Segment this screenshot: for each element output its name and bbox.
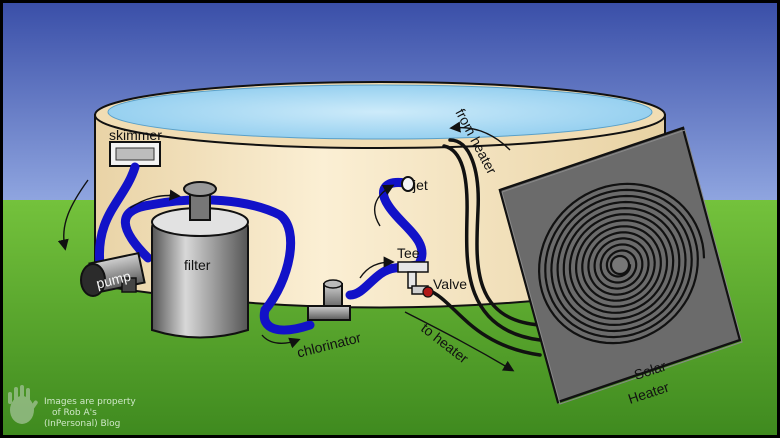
coil-spiral — [537, 182, 706, 345]
label-valve: Valve — [433, 276, 467, 292]
hoses — [94, 162, 427, 335]
from-heater-line-2 — [442, 144, 542, 342]
pool-water — [107, 84, 653, 140]
tee-fitting — [397, 261, 429, 289]
skimmer-box — [109, 141, 161, 167]
chlorinator-unit — [307, 279, 351, 321]
watermark-line-2: of Rob A's — [52, 408, 97, 418]
label-jet: jet — [412, 177, 428, 193]
arrow-from-heater — [449, 121, 511, 151]
watermark-line-3: (InPersonal) Blog — [44, 419, 120, 429]
arrow-skimmer — [57, 179, 89, 251]
hose-tee-to-jet — [379, 177, 427, 267]
from-heater-line-1 — [448, 138, 542, 327]
heater-lines — [426, 138, 542, 357]
valve-icon — [411, 285, 434, 298]
arrow-to-chlorinator — [261, 334, 301, 349]
watermark-line-1: Images are property — [44, 397, 136, 407]
to-heater-line — [426, 288, 542, 357]
hose-pump-to-chlorinator — [120, 195, 315, 335]
label-filter: filter — [184, 257, 211, 273]
label-tee: Tee — [397, 245, 420, 261]
watermark: Images are property of Rob A's (InPerson… — [8, 385, 136, 429]
hose-skimmer-to-pump — [94, 162, 140, 270]
jet-nozzle — [401, 176, 415, 192]
solar-coil — [537, 182, 706, 345]
arrow-to-tee — [359, 256, 395, 279]
pump-unit — [80, 251, 146, 297]
watermark-hand-logo — [8, 385, 38, 424]
arrow-to-filter — [129, 189, 181, 209]
filter-tank — [151, 181, 249, 339]
arrow-to-jet — [373, 184, 395, 227]
arrow-to-heater — [404, 311, 515, 372]
hose-chlorinator-to-tee — [345, 260, 423, 300]
flow-arrows — [57, 121, 515, 372]
coil-center — [609, 254, 631, 276]
label-skimmer: skimmer — [109, 127, 162, 143]
